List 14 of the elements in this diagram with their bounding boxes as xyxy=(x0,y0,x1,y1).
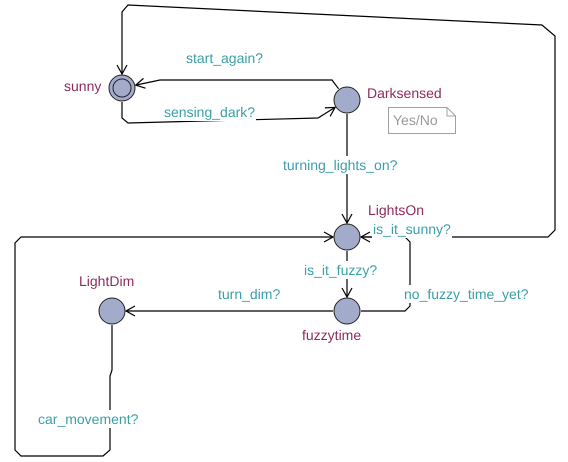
transition-arrow xyxy=(14,231,334,457)
transition-arrow xyxy=(135,78,340,90)
edge-label: is_it_fuzzy? xyxy=(303,261,378,279)
edge-label: car_movement? xyxy=(37,410,140,428)
state-name: Darksensed xyxy=(367,84,442,102)
note-text: Yes/No xyxy=(393,111,438,129)
edge-label: turning_lights_on? xyxy=(282,156,398,174)
state-name: LightsOn xyxy=(368,201,424,219)
state-name: LightDim xyxy=(79,272,134,290)
state-name: fuzzytime xyxy=(302,326,362,344)
transition-arrow xyxy=(116,4,556,238)
transition-arrow xyxy=(125,305,333,317)
state-name: sunny xyxy=(64,77,102,95)
edge-label: no_fuzzy_time_yet? xyxy=(403,285,530,303)
